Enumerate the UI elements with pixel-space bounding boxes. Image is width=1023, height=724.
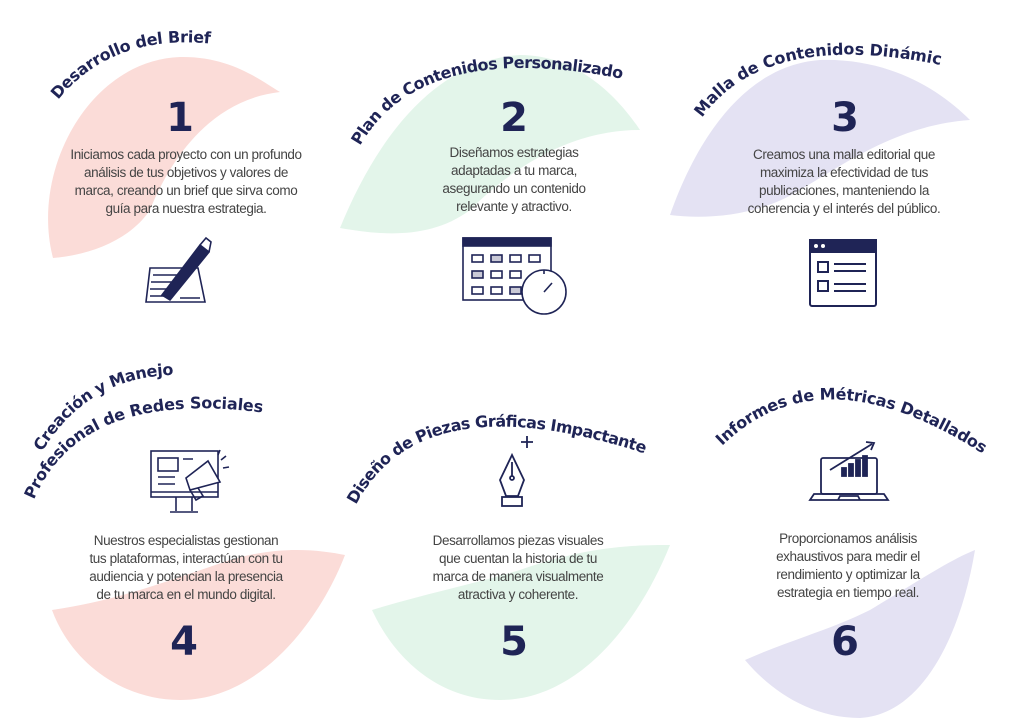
desc-line: audiencia y potencian la presencia — [89, 569, 283, 584]
desc-line: marca de manera visualmente — [432, 569, 604, 584]
step-2-number: 2 — [500, 95, 528, 141]
step-4-description: Nuestros especialistas gestionan tus pla… — [56, 532, 316, 604]
blob-6 — [745, 550, 975, 718]
desc-line: estrategia en tiempo real. — [777, 585, 919, 600]
desc-line: marca, creando un brief que sirva como — [74, 183, 298, 198]
desc-line: Creamos una malla editorial que — [753, 147, 935, 162]
step-6-description: Proporcionamos análisis exhaustivos para… — [718, 530, 978, 602]
blob-5 — [372, 545, 670, 700]
step-3-description: Creamos una malla editorial que maximiza… — [714, 146, 974, 218]
desc-line: Iniciamos cada proyecto con un profundo — [70, 147, 302, 162]
desc-line: tus plataformas, interactúan con tu — [89, 551, 283, 566]
desc-line: análisis de tus objetivos y valores de — [84, 165, 288, 180]
desc-line: adaptadas a tu marca, — [451, 163, 577, 178]
step-6-title: Informes de Métricas Detallados — [712, 384, 991, 457]
desc-line: Nuestros especialistas gestionan — [93, 533, 279, 548]
step-5-number: 5 — [500, 619, 528, 665]
browser-list-icon — [809, 239, 877, 307]
desc-line: guía para nuestra estrategia. — [105, 201, 267, 216]
desc-line: Diseñamos estrategias — [449, 145, 579, 160]
blob-4 — [52, 550, 345, 700]
pen-nib-icon — [499, 436, 533, 507]
desc-line: de tu marca en el mundo digital. — [96, 587, 276, 602]
step-5-description: Desarrollamos piezas visuales que cuenta… — [388, 532, 648, 604]
blob-1 — [48, 56, 280, 258]
blob-3 — [670, 59, 970, 217]
desc-line: maximiza la efectividad de tus — [759, 165, 929, 180]
pen-document-icon — [145, 236, 212, 303]
desc-line: atractiva y coherente. — [457, 587, 579, 602]
laptop-chart-icon — [808, 441, 890, 501]
desc-line: Proporcionamos análisis — [779, 531, 917, 546]
desc-line: rendimiento y optimizar la — [776, 567, 920, 582]
step-3-number: 3 — [831, 95, 859, 141]
desc-line: Desarrollamos piezas visuales — [432, 533, 604, 548]
step-1-number: 1 — [166, 95, 194, 141]
desc-line: exhaustivos para medir el — [776, 549, 920, 564]
desc-line: que cuentan la historia de tu — [438, 551, 598, 566]
desc-line: asegurando un contenido — [442, 181, 586, 196]
desc-line: publicaciones, manteniendo la — [758, 183, 930, 198]
desc-line: relevante y atractivo. — [456, 199, 572, 214]
blob-2 — [340, 55, 640, 234]
step-6-number: 6 — [831, 619, 859, 665]
desc-line: coherencia y el interés del público. — [747, 201, 941, 216]
step-1-description: Iniciamos cada proyecto con un profundo … — [56, 146, 316, 218]
monitor-megaphone-icon — [150, 449, 230, 513]
step-4-number: 4 — [170, 619, 198, 665]
step-2-description: Diseñamos estrategias adaptadas a tu mar… — [384, 144, 644, 216]
calendar-clock-icon — [462, 237, 567, 315]
